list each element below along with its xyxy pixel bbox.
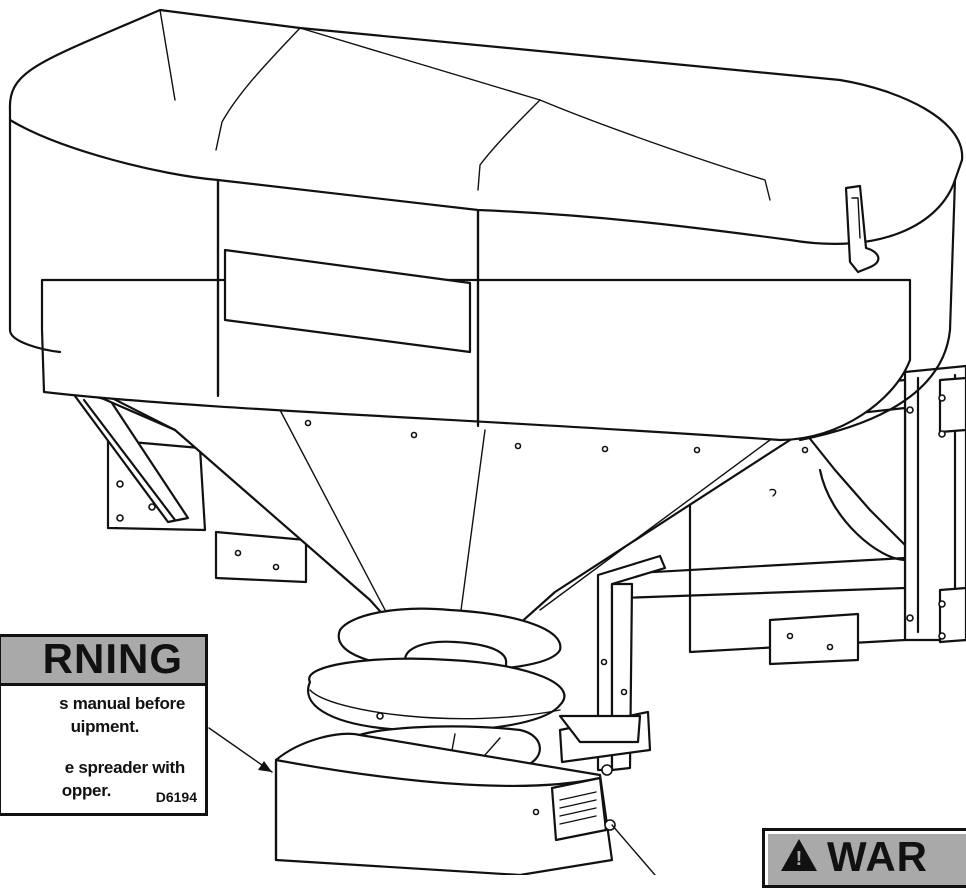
warning-decal-title: RNING bbox=[42, 637, 183, 682]
lower-rail-bracket-right bbox=[768, 612, 860, 666]
decal-part-code: D6194 bbox=[155, 789, 197, 805]
mounting-frame-right bbox=[903, 364, 966, 644]
hopper-tarp-cover bbox=[8, 8, 964, 442]
mounting-frame-left bbox=[70, 390, 308, 584]
warning-decal-header: RNING bbox=[1, 637, 205, 686]
deflector-box bbox=[274, 732, 616, 875]
warning-line-1: s manual before bbox=[59, 694, 185, 713]
label-plate bbox=[223, 248, 472, 354]
warning-line-3: e spreader with bbox=[64, 758, 186, 777]
warning-line-2: uipment. bbox=[70, 717, 140, 736]
warning-decal-callout-right: ! WAR bbox=[762, 828, 966, 888]
exclamation-mark-icon: ! bbox=[795, 848, 803, 870]
callout-leaders bbox=[208, 727, 656, 875]
warning-decal-body: s manual before uipment. e spreader with… bbox=[1, 686, 205, 816]
tarp-latch bbox=[844, 184, 880, 274]
warning-line-4: opper. bbox=[61, 781, 112, 800]
warning-decal-right-title: WAR bbox=[827, 833, 928, 880]
warning-decal-callout-left: RNING s manual before uipment. e spreade… bbox=[0, 634, 208, 816]
deflector-decal bbox=[550, 776, 608, 842]
leader-arrowhead-left bbox=[258, 761, 272, 772]
warning-triangle-icon bbox=[781, 839, 817, 871]
